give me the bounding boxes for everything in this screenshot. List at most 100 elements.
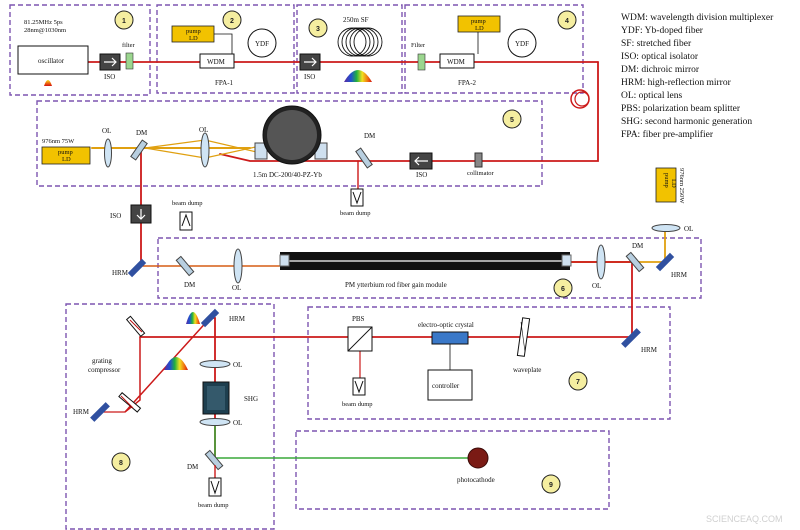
- m6-hrm-right-label: HRM: [671, 271, 688, 279]
- module-3-badge: [308, 18, 328, 38]
- module-8-number: 8: [119, 460, 123, 467]
- mid-beam-dump-icon: [181, 213, 191, 227]
- m5-beam-dump-label: beam dump: [340, 210, 371, 217]
- legend: WDM: wavelength division multiplexer YDF…: [621, 13, 774, 140]
- mid-iso-label: ISO: [110, 212, 121, 220]
- m7-beam-dump-label: beam dump: [342, 401, 373, 408]
- beam-return-to-collimator: [477, 61, 599, 162]
- m4-wdm: [439, 53, 475, 69]
- m5-beam-dump: [350, 188, 364, 207]
- m5-ol2-label: OL: [199, 126, 208, 134]
- module-4-border: [404, 4, 584, 94]
- m4-wdm-label: WDM: [447, 58, 466, 66]
- module-9-badge: [541, 474, 561, 494]
- module-4-number: 4: [565, 18, 569, 25]
- m5-gain-fiber-coil-inner: [267, 110, 317, 160]
- m8-grating-top: [125, 315, 146, 338]
- m5-lens-2: [200, 132, 210, 168]
- m8-dichroic-mirror: [204, 449, 224, 471]
- module-8-badge: [111, 452, 131, 472]
- module-5-number: 5: [510, 117, 514, 124]
- m7-waveplate-line: [520, 321, 526, 353]
- m6-dichroic-mirror-left: [175, 255, 195, 277]
- m7-hrm-label: HRM: [641, 346, 658, 354]
- m8-compressor-label: compressor: [88, 366, 121, 374]
- m5-dm1-label: DM: [136, 129, 148, 137]
- m8-hrm-left: [90, 402, 110, 422]
- legend-item: WDM: wavelength division multiplexer: [621, 13, 774, 23]
- m7-controller: [427, 369, 473, 401]
- m2-wdm: [199, 53, 235, 69]
- module-2-border: [156, 4, 295, 94]
- m5-fiber-label: 1.5m DC-200/40-PZ-Yb: [253, 171, 322, 179]
- module-6-badge: [553, 278, 573, 298]
- m6-ol-right-label: OL: [592, 282, 601, 290]
- mid-hrm-left-label: HRM: [112, 269, 129, 277]
- m8-ol-bottom-label: OL: [233, 419, 242, 427]
- legend-item: SF: stretched fiber: [621, 38, 692, 49]
- m7-pbs-label: PBS: [352, 315, 365, 323]
- legend-item: SHG: second harmonic generation: [621, 117, 752, 127]
- m7-beam-dump: [352, 377, 366, 396]
- m7-waveplate-label: waveplate: [513, 366, 541, 374]
- module-7-number: 7: [576, 379, 580, 386]
- m8-spectrum-icon-top: [186, 312, 200, 324]
- module-7-border: [307, 306, 671, 420]
- m8-ol-top-label: OL: [233, 361, 242, 369]
- m8-hrm-top: [200, 308, 220, 328]
- m5-collimator-label: collimator: [467, 170, 495, 177]
- m4-ydf-label: YDF: [515, 40, 529, 48]
- module-2-badge: [222, 10, 242, 30]
- module-8-border: [65, 303, 275, 530]
- m5-pump-ld: [41, 146, 91, 165]
- m8-beam-dump-icon: [210, 480, 220, 495]
- mid-ol-right-label: OL: [684, 225, 693, 233]
- module-6-number: 6: [561, 286, 565, 293]
- m9-photocathode: [467, 447, 489, 469]
- m1-specs2: 28nm@1030nm: [24, 27, 66, 34]
- m7-eo-crystal: [431, 331, 469, 345]
- m5-collimator: [474, 152, 483, 168]
- m8-hrm-top-label: HRM: [229, 315, 246, 323]
- m8-spectrum-icon-mid: [164, 357, 188, 370]
- m6-rod-label: PM ytterbium rod fiber gain module: [345, 281, 447, 289]
- m9-photocathode-label: photocathode: [457, 476, 495, 484]
- m5-fiber-endcap-left: [254, 142, 268, 160]
- m3-spectrum-icon: [344, 70, 372, 82]
- watermark: SCIENCEAQ.COM: [706, 514, 783, 524]
- m5-iso-label: ISO: [416, 171, 427, 179]
- legend-item: YDF: Yb-doped fiber: [621, 25, 704, 36]
- module-1-number: 1: [122, 18, 126, 25]
- m8-grating-bottom: [118, 392, 142, 413]
- mid-lens-right: [651, 224, 681, 232]
- m8-grating-label: grating: [92, 357, 112, 365]
- m8-lens-top: [199, 360, 231, 368]
- m4-pump-label: pump: [471, 18, 486, 25]
- m5-lens-1: [104, 138, 112, 168]
- m6-rod-endcap-left: [279, 254, 290, 267]
- m6-dm-right-label: DM: [632, 242, 644, 250]
- m5-ol1-label: OL: [102, 127, 111, 135]
- m8-hrm-left-label: HRM: [73, 408, 90, 416]
- m7-pbs-diagonal: [347, 326, 373, 352]
- m8-shg-label: SHG: [244, 395, 258, 403]
- module-7-badge: [568, 371, 588, 391]
- fiber-loop-inner: [574, 91, 590, 107]
- m6-dichroic-mirror-right: [625, 251, 645, 273]
- mid-pump-label: pump: [663, 173, 670, 188]
- module-5-badge: [502, 109, 522, 129]
- legend-item: FPA: fiber pre-amplifier: [621, 129, 714, 140]
- oscillator-label: oscillator: [38, 57, 65, 65]
- m7-hrm: [621, 328, 641, 348]
- module-9-border: [295, 430, 610, 510]
- m7-controller-label: controller: [432, 382, 460, 390]
- module-9-number: 9: [549, 482, 553, 489]
- legend-item: PBS: polarization beam splitter: [621, 104, 741, 114]
- module-3-number: 3: [316, 26, 320, 33]
- m8-lens-bottom: [199, 418, 231, 426]
- m2-pump-fiber: [214, 33, 233, 56]
- legend-item: HRM: high-reflection mirror: [621, 77, 732, 88]
- m2-ld-label: LD: [189, 35, 198, 42]
- beam-module5-ir: [219, 153, 479, 162]
